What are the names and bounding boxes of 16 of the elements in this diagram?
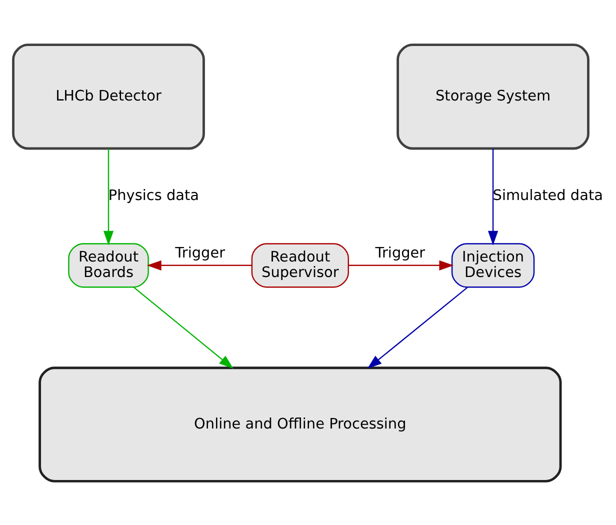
node-box: Readout Boards [68, 242, 149, 288]
node-box: Storage System [396, 43, 590, 150]
arrow [134, 286, 234, 368]
arrow [103, 148, 114, 245]
node-box: Injection Devices [451, 242, 535, 288]
arrow [367, 286, 468, 368]
edge-label: Trigger [375, 245, 426, 262]
edge-label: Simulated data [492, 187, 603, 204]
edge-label: Trigger [175, 245, 226, 262]
node-box: Online and Offline Processing [38, 366, 562, 482]
node-box: LHCb Detector [12, 43, 205, 150]
arrow [348, 260, 454, 270]
arrow [146, 260, 252, 270]
node-box: Readout Supervisor [251, 242, 349, 288]
arrow [488, 148, 498, 245]
edge-label: Physics data [108, 187, 200, 204]
